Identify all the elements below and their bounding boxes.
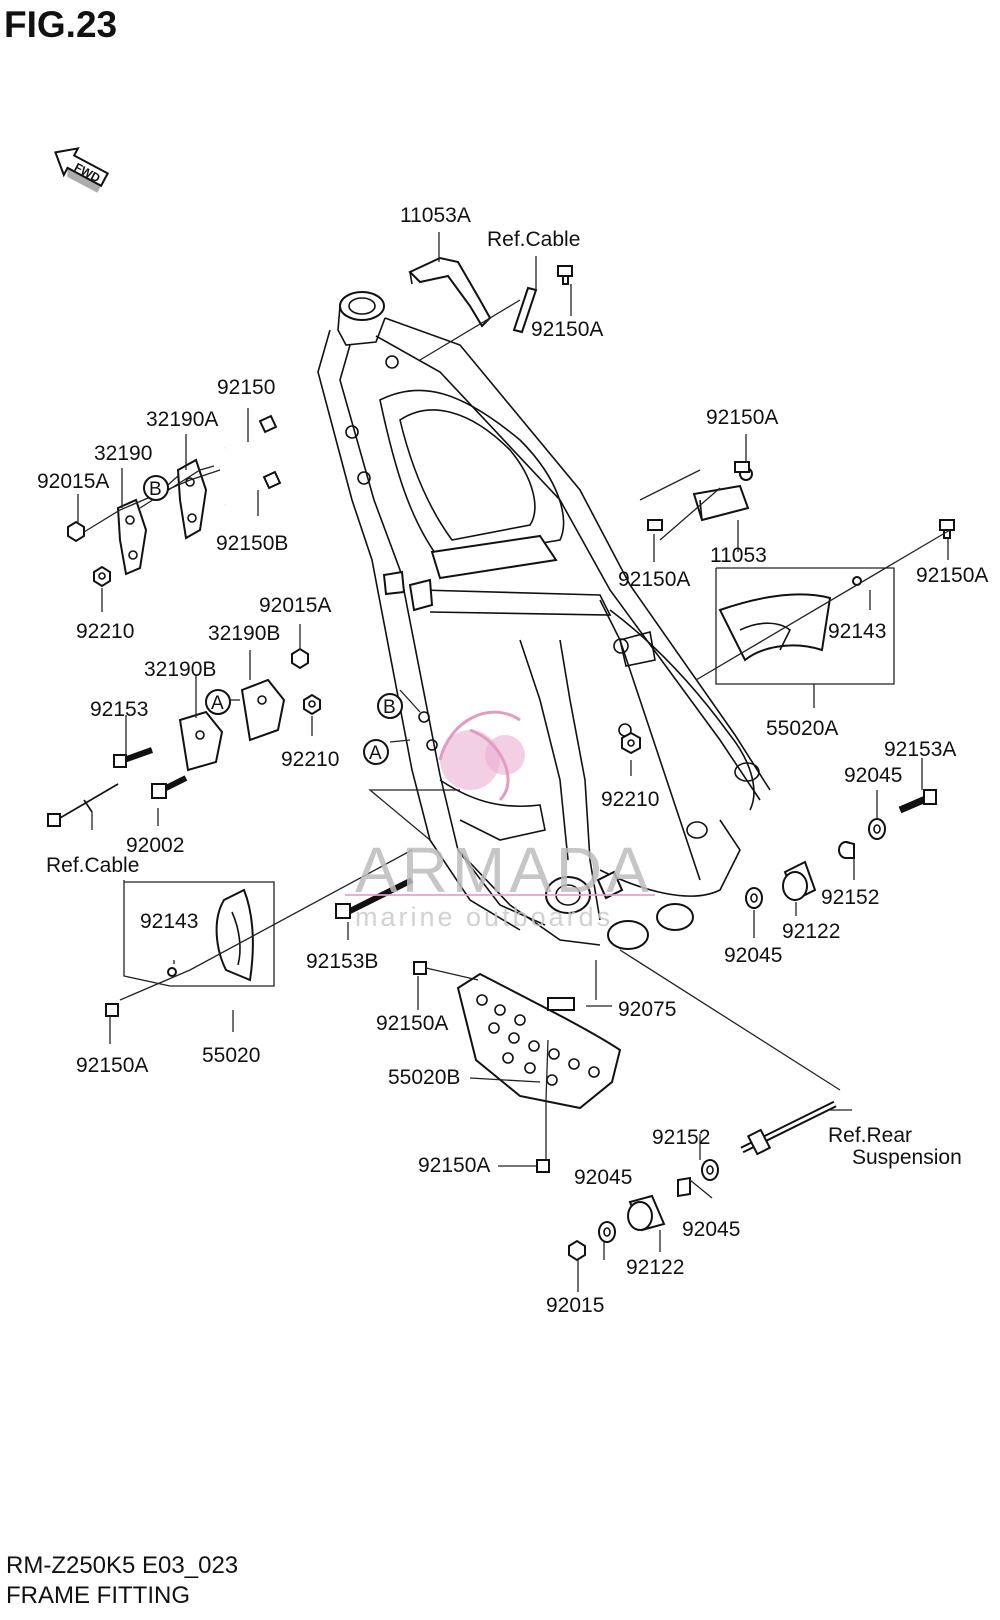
label-92150A-bottom: 92150A — [418, 1154, 490, 1177]
label-92152-bottom: 92152 — [652, 1126, 710, 1149]
label-92045-bottom1: 92045 — [574, 1166, 632, 1189]
label-92122-right: 92122 — [782, 920, 840, 943]
watermark-logo-icon — [438, 710, 525, 802]
label-92150: 92150 — [217, 376, 275, 399]
label-32190B-2: 32190B — [144, 658, 216, 681]
callout-a-frame-label: A — [369, 743, 382, 764]
label-55020A: 55020A — [766, 717, 838, 740]
rear-suspension-bolt — [740, 1100, 837, 1156]
collar-92152-right — [838, 841, 855, 859]
fwd-arrow-icon: FWD — [54, 147, 110, 193]
nut-92015A-left — [67, 520, 85, 543]
washer-92045-right — [868, 818, 886, 840]
bracket-11053 — [647, 461, 955, 539]
part-11053A — [408, 256, 492, 328]
bolt-92150A-top — [557, 265, 573, 285]
label-92150B: 92150B — [216, 532, 288, 555]
washer-92045-bottom1 — [701, 1159, 719, 1181]
label-92045-bottom2: 92045 — [682, 1218, 740, 1241]
plate-32190 — [116, 498, 148, 576]
label-32190B-1: 32190B — [208, 622, 280, 645]
label-92210-center: 92210 — [601, 788, 659, 811]
label-92152-right: 92152 — [821, 886, 879, 909]
label-92015A-left: 92015A — [37, 470, 109, 493]
label-92002: 92002 — [126, 834, 184, 857]
watermark: ARMADA marine outboards — [345, 710, 655, 932]
label-92015: 92015 — [546, 1294, 604, 1317]
washer-92045-right2 — [745, 887, 763, 909]
bushing-92122-bottom — [627, 1194, 666, 1232]
nut-92015A-mid — [291, 647, 309, 670]
label-92210-mid: 92210 — [281, 748, 339, 771]
callout-b-frame-label: B — [383, 697, 396, 718]
watermark-tagline: marine outboards — [355, 902, 613, 932]
label-92210-left: 92210 — [76, 620, 134, 643]
bushing-92122-right — [782, 860, 817, 902]
label-ref-cable-top: Ref.Cable — [487, 228, 580, 251]
label-ref-rear-line1: Ref.Rear — [828, 1124, 912, 1147]
label-ref-cable-left: Ref.Cable — [46, 854, 139, 877]
guard-55020A — [718, 576, 862, 662]
nut-92210-center — [621, 731, 641, 755]
label-92150A-left: 92150A — [76, 1054, 148, 1077]
plate-32190B-rear — [178, 710, 224, 772]
label-ref-rear-line2: Suspension — [852, 1146, 962, 1169]
section-name: FRAME FITTING — [6, 1582, 190, 1609]
label-55020B: 55020B — [388, 1066, 460, 1089]
bolt-92150 — [224, 414, 278, 450]
nut-92210-left — [93, 565, 111, 588]
bolt-92150B — [224, 470, 282, 507]
label-32190A: 32190A — [146, 408, 218, 431]
label-32190: 32190 — [94, 442, 152, 465]
nut-92210-mid — [303, 693, 321, 716]
label-92075: 92075 — [618, 998, 676, 1021]
label-92150A-center: 92150A — [376, 1012, 448, 1035]
callout-b-frame: B — [377, 693, 403, 719]
label-92143-left: 92143 — [140, 910, 198, 933]
callout-b-left-label: B — [149, 479, 162, 500]
label-92045-right2: 92045 — [724, 944, 782, 967]
ref-cable-top — [512, 286, 538, 334]
label-92143-right: 92143 — [828, 620, 886, 643]
callout-a-left: A — [205, 689, 231, 715]
label-92150A-far: 92150A — [916, 564, 988, 587]
callout-b-left: B — [143, 475, 169, 501]
washer-92045-bottom2 — [598, 1221, 616, 1243]
label-11053A: 11053A — [400, 204, 471, 227]
callout-a-frame: A — [363, 739, 389, 765]
label-92045-right: 92045 — [844, 764, 902, 787]
collar-92152-bottom — [677, 1176, 691, 1198]
nut-92015-bottom — [568, 1239, 586, 1262]
leader-lines — [77, 232, 951, 1292]
label-92150A-right1: 92150A — [706, 406, 778, 429]
bolt-92153 — [113, 747, 154, 768]
callout-a-left-label: A — [211, 693, 224, 714]
bolt-92002 — [151, 775, 188, 799]
label-92015A-mid: 92015A — [259, 594, 331, 617]
label-92153B: 92153B — [306, 950, 378, 973]
label-92153A: 92153A — [884, 738, 956, 761]
label-92153: 92153 — [90, 698, 148, 721]
plate-32190A — [176, 458, 208, 540]
part-labels: 11053A Ref.Cable 92150A 92150 32190A 321… — [37, 204, 988, 1317]
guard-55020 — [105, 888, 254, 1017]
label-55020: 55020 — [202, 1044, 260, 1067]
label-92150A-right2: 92150A — [618, 568, 690, 591]
plate-32190B-front — [240, 678, 286, 742]
motorcycle-frame — [317, 291, 771, 950]
label-92122-bottom: 92122 — [626, 1256, 684, 1279]
ref-cable-left — [47, 783, 119, 827]
label-92150A-top: 92150A — [531, 318, 603, 341]
label-11053: 11053 — [710, 544, 767, 567]
figure-title: FIG.23 — [4, 4, 118, 45]
model-code: RM-Z250K5 E03_023 — [6, 1552, 239, 1579]
bolt-92153A — [898, 789, 937, 814]
